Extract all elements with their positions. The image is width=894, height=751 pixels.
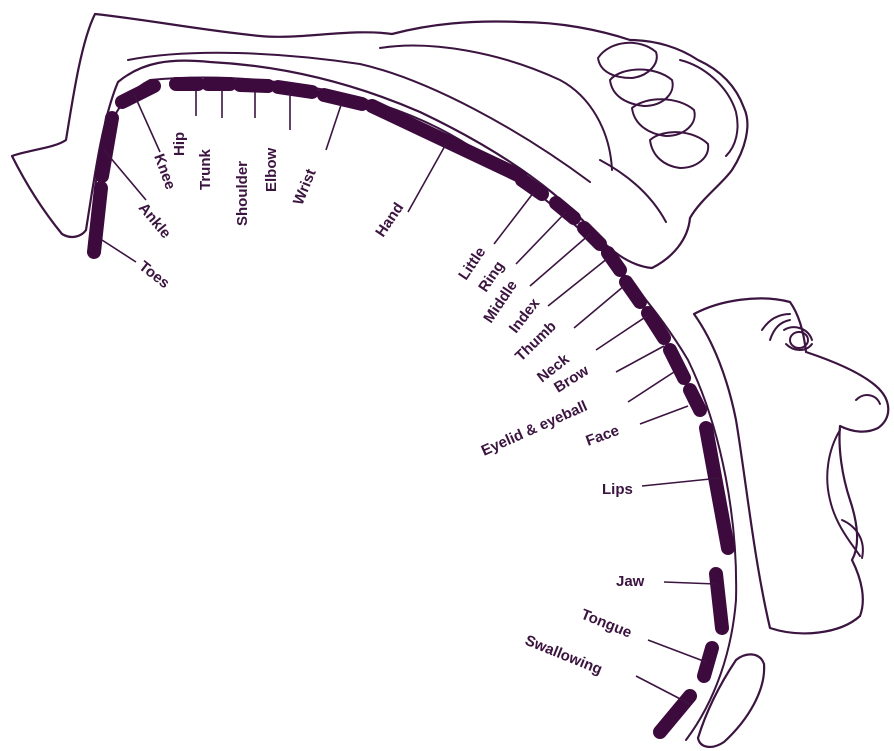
body-part-label: Toes [136, 258, 173, 292]
body-part-label: Hip [171, 132, 188, 156]
leader-line [408, 144, 446, 212]
body-part-label: Eyelid & eyeball [479, 398, 590, 460]
leader-line [104, 150, 146, 200]
leader-line [574, 286, 624, 328]
body-part-label: Knee [150, 152, 179, 192]
cortex-segment [608, 253, 620, 270]
leader-line [616, 346, 664, 372]
body-part-label: Jaw [616, 573, 645, 590]
body-part-label: Tongue [579, 606, 635, 642]
cortex-segment [94, 188, 101, 252]
cortex-segment [716, 574, 722, 628]
leader-line [548, 258, 608, 306]
cortex-segment [102, 118, 112, 176]
leader-line [628, 372, 674, 402]
body-part-label: Elbow [263, 148, 280, 192]
body-part-label: Ankle [135, 200, 174, 242]
leader-line [664, 582, 716, 584]
cortex-segment [648, 313, 664, 338]
leader-line [648, 640, 706, 662]
body-part-label: Wrist [290, 167, 320, 208]
body-part-label: Face [584, 422, 622, 450]
body-part-label: Trunk [197, 149, 214, 190]
cortex-segment [324, 95, 362, 104]
body-part-label: Lips [602, 481, 633, 498]
cortex-segment [240, 85, 268, 86]
leader-line [494, 192, 534, 244]
body-part-label: Hand [372, 200, 407, 241]
leader-line [102, 240, 136, 262]
cortex-segment [626, 282, 640, 302]
leader-line [516, 212, 566, 264]
cortex-segment [706, 428, 728, 548]
leader-line [326, 102, 342, 150]
body-part-label: Shoulder [234, 161, 251, 226]
leader-line [134, 94, 160, 152]
leader-line [636, 676, 690, 704]
leader-line [530, 234, 590, 286]
cortex-segment [278, 87, 312, 92]
leader-line [640, 406, 688, 424]
cortex-segment [122, 86, 154, 102]
leader-line [642, 478, 720, 486]
body-part-label: Swallowing [523, 632, 605, 678]
cortex-segment [690, 390, 700, 410]
leader-line [596, 314, 650, 350]
